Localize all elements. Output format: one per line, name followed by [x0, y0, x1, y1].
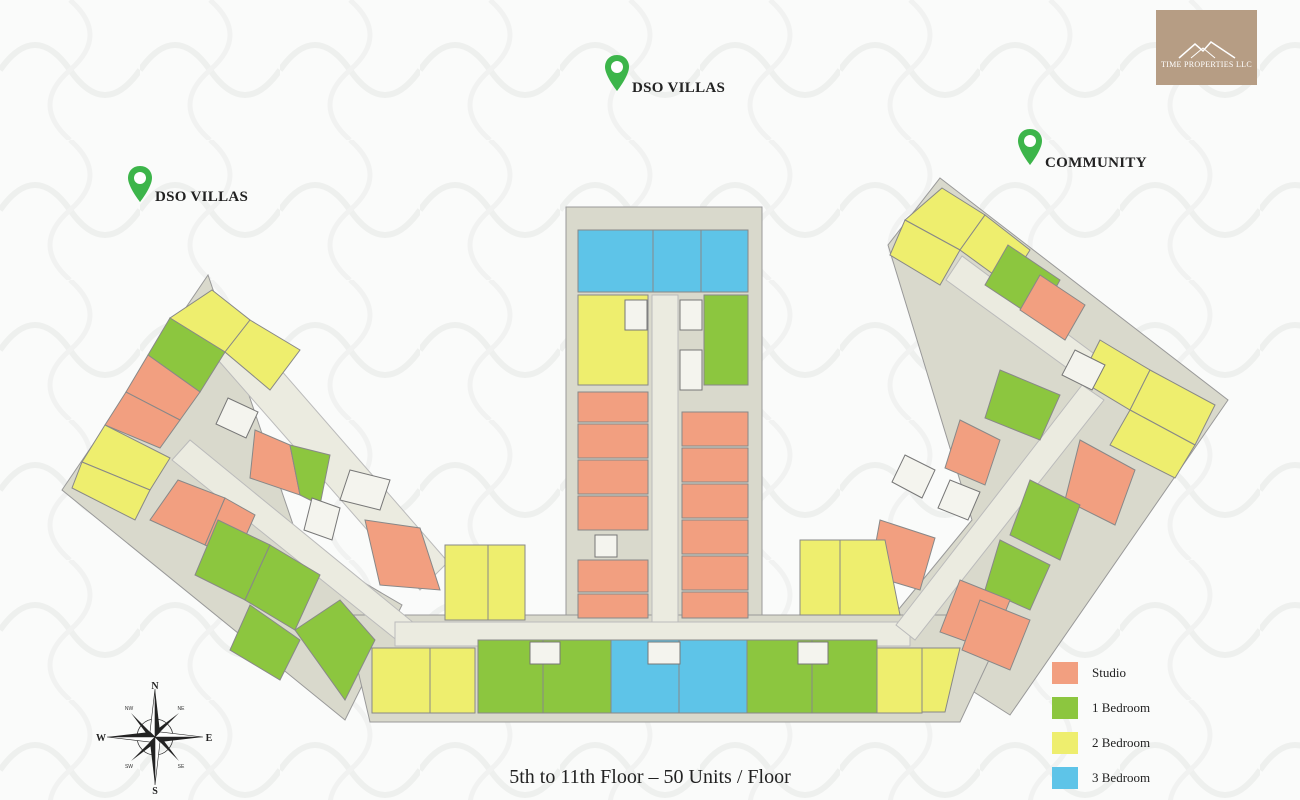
company-logo: TIME PROPERTIES LLC — [1156, 10, 1257, 85]
legend-label: Studio — [1092, 664, 1126, 680]
compass-south: S — [152, 786, 158, 795]
center-tower-units — [577, 229, 749, 619]
compass-ne: NE — [178, 706, 186, 712]
right-wing-units — [799, 187, 1216, 671]
compass-west: W — [96, 733, 106, 744]
legend-swatch-2-bedroom — [1052, 731, 1078, 754]
mountain-logo-icon — [1178, 41, 1235, 59]
compass-sw: SW — [125, 764, 133, 770]
stair-cores — [215, 299, 1106, 665]
compass-rose-icon: N S E W NW NE SW SE — [96, 681, 213, 795]
legend-label: 3 Bedroom — [1092, 769, 1151, 785]
corridors — [171, 255, 1117, 647]
location-pin-icon — [128, 166, 152, 202]
legend-item: 3 Bedroom — [1052, 760, 1150, 795]
legend-item: 2 Bedroom — [1052, 725, 1150, 760]
unit-type-legend: Studio 1 Bedroom 2 Bedroom 3 Bedroom — [1052, 655, 1150, 795]
legend-label: 1 Bedroom — [1092, 699, 1151, 715]
floor-caption: 5th to 11th Floor – 50 Units / Floor — [509, 766, 791, 788]
logo-text: TIME PROPERTIES LLC — [1160, 60, 1252, 69]
legend-item: 1 Bedroom — [1052, 690, 1150, 725]
location-pin-icon — [1018, 129, 1042, 165]
compass-east: E — [206, 733, 213, 744]
legend-label: 2 Bedroom — [1092, 734, 1151, 750]
legend-swatch-1-bedroom — [1052, 696, 1078, 719]
compass-se: SE — [178, 764, 185, 770]
compass-nw: NW — [125, 706, 134, 712]
left-wing-units — [71, 289, 526, 701]
marker-label-top: DSO VILLAS — [632, 80, 726, 96]
location-pin-icon — [605, 55, 629, 91]
legend-swatch-studio — [1052, 661, 1078, 684]
marker-label-left: DSO VILLAS — [155, 189, 249, 205]
marker-label-right: COMMUNITY — [1045, 155, 1147, 171]
compass-north: N — [151, 681, 159, 692]
legend-item: Studio — [1052, 655, 1150, 690]
legend-swatch-3-bedroom — [1052, 766, 1078, 789]
